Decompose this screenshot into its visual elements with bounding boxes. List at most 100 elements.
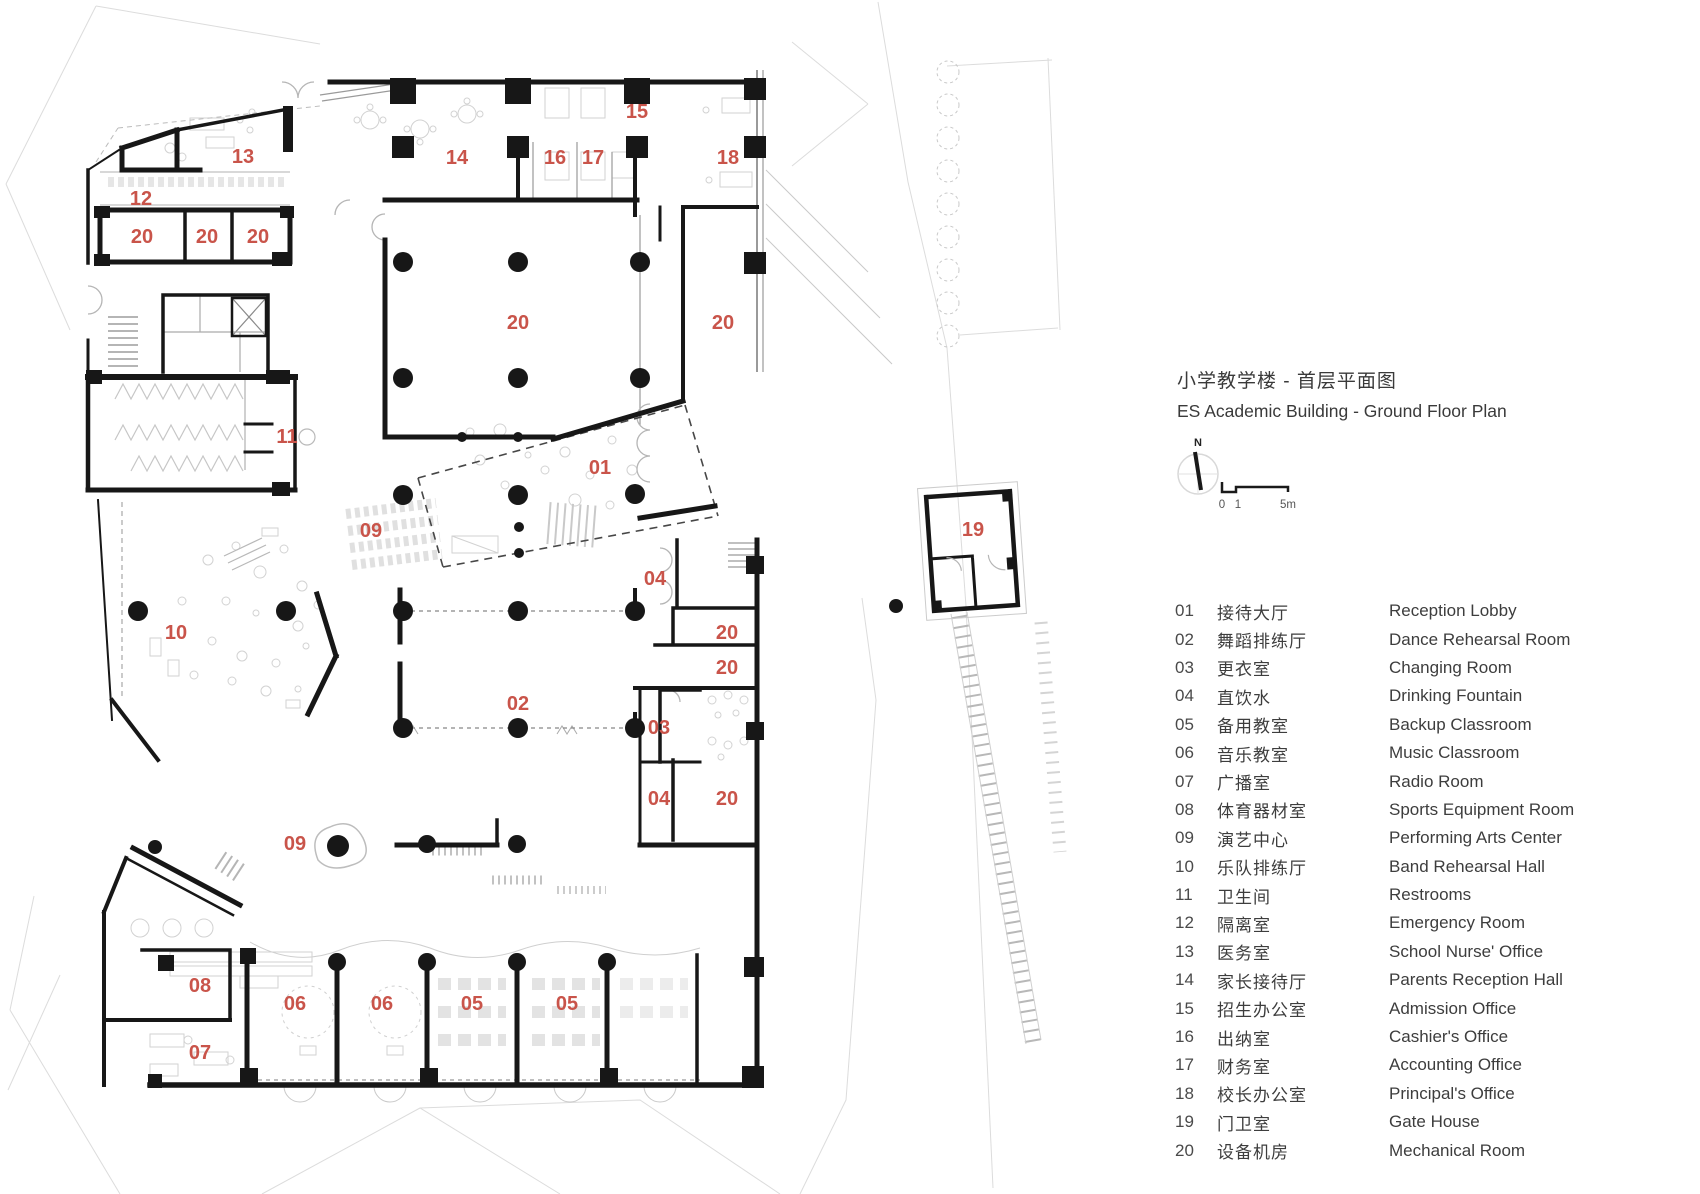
plan-title-en: ES Academic Building - Ground Floor Plan — [1177, 401, 1507, 421]
hatch-fittings — [108, 177, 1067, 1046]
room-number-label: 20 — [716, 657, 738, 679]
legend-item-number: 17 — [1175, 1055, 1194, 1075]
room-number-label: 09 — [360, 520, 382, 542]
legend-item-number: 01 — [1175, 601, 1194, 621]
legend-item-name-cn: 门卫室 — [1217, 1114, 1271, 1134]
legend-item-number: 11 — [1175, 885, 1193, 905]
legend-item-name-cn: 校长办公室 — [1217, 1086, 1307, 1106]
legend-item-name-en: School Nurse' Office — [1389, 941, 1544, 961]
room-number-label: 03 — [648, 717, 670, 739]
legend-item-name-cn: 直饮水 — [1217, 688, 1271, 708]
legend-item-name-cn: 舞蹈排练厅 — [1217, 632, 1307, 652]
legend-item-number: 06 — [1175, 743, 1194, 763]
legend-item-name-en: Emergency Room — [1389, 913, 1526, 933]
legend-item-name-en: Admission Office — [1389, 998, 1517, 1018]
room-number-label: 06 — [371, 993, 393, 1015]
legend-item-name-en: Parents Reception Hall — [1389, 970, 1563, 990]
thin-partitions — [100, 70, 764, 698]
room-number-label: 20 — [247, 226, 269, 248]
room-number-label: 20 — [131, 226, 153, 248]
legend-item-name-en: Dance Rehearsal Room — [1389, 629, 1571, 649]
legend-item-name-en: Cashier's Office — [1389, 1027, 1509, 1047]
legend-item-name-cn: 体育器材室 — [1217, 802, 1307, 822]
columns — [86, 78, 903, 1088]
legend-item-name-cn: 隔离室 — [1217, 915, 1271, 935]
legend-item-number: 05 — [1175, 714, 1194, 734]
legend-item-name-cn: 备用教室 — [1217, 717, 1289, 737]
room-number-label: 17 — [582, 147, 604, 169]
room-number-label: 05 — [556, 993, 578, 1015]
legend-item-number: 12 — [1175, 913, 1194, 933]
room-number-label: 01 — [589, 457, 611, 479]
legend-item-name-en: Mechanical Room — [1389, 1140, 1526, 1160]
room-number-label: 09 — [284, 833, 306, 855]
legend-item-name-cn: 演艺中心 — [1217, 830, 1289, 850]
legend-row: 04 直饮水 Drinking Fountain — [1175, 682, 1595, 710]
room-number-label: 04 — [644, 568, 667, 590]
gate-house — [916, 481, 1028, 621]
legend-item-number: 10 — [1175, 856, 1194, 876]
legend-item-name-cn: 设备机房 — [1217, 1143, 1289, 1163]
legend-row: 20 设备机房 Mechanical Room — [1175, 1136, 1595, 1164]
room-number-label: 20 — [716, 788, 738, 810]
legend-item-name-en: Backup Classroom — [1389, 714, 1532, 734]
room-number-label: 04 — [648, 788, 671, 810]
room-number-label: 06 — [284, 993, 306, 1015]
legend-row: 01 接待大厅 Reception Lobby — [1175, 597, 1595, 625]
legend-item-name-en: Band Rehearsal Hall — [1389, 856, 1545, 876]
room-number-label: 18 — [717, 147, 739, 169]
legend-item-name-cn: 接待大厅 — [1217, 603, 1289, 623]
legend-item-name-cn: 医务室 — [1217, 944, 1271, 964]
room-number-label: 05 — [461, 993, 483, 1015]
room-number-label: 15 — [626, 101, 648, 123]
scale-bar: 0 1 5m — [1219, 482, 1296, 511]
legend-item-name-cn: 招生办公室 — [1217, 1001, 1307, 1021]
room-number-label: 20 — [712, 312, 734, 334]
legend-item-name-en: Reception Lobby — [1389, 601, 1517, 621]
legend-item-number: 20 — [1175, 1140, 1194, 1160]
legend-item-name-cn: 卫生间 — [1217, 887, 1271, 907]
room-number-label: 20 — [507, 312, 529, 334]
legend-item-name-en: Drinking Fountain — [1389, 686, 1523, 706]
legend-item-number: 18 — [1175, 1083, 1194, 1103]
room-number-label: 10 — [165, 622, 187, 644]
stage-object — [314, 823, 367, 869]
legend-item-number: 14 — [1175, 970, 1194, 990]
room-number-label: 08 — [189, 975, 211, 997]
legend-item-name-en: Radio Room — [1389, 771, 1484, 791]
legend-item-name-cn: 出纳室 — [1217, 1029, 1271, 1049]
legend-item-name-cn: 乐队排练厅 — [1217, 859, 1307, 879]
legend-item-name-en: Music Classroom — [1389, 743, 1520, 763]
site-lines — [5, 1, 1061, 1194]
legend-item-name-en: Restrooms — [1389, 885, 1472, 905]
legend-row: 12 隔离室 Emergency Room — [1175, 909, 1595, 937]
room-number-label: 07 — [189, 1042, 211, 1064]
scale-zero: 0 — [1219, 499, 1225, 511]
legend-row: 05 备用教室 Backup Classroom — [1175, 711, 1595, 739]
legend-item-number: 13 — [1175, 941, 1194, 961]
scale-one: 1 — [1235, 499, 1241, 511]
scale-five: 5m — [1280, 499, 1296, 511]
north-label: N — [1194, 437, 1202, 449]
legend-item-name-en: Accounting Office — [1389, 1055, 1522, 1075]
legend-item-name-en: Sports Equipment Room — [1389, 799, 1575, 819]
legend-row: 13 医务室 School Nurse' Office — [1175, 938, 1595, 966]
legend-item-name-en: Performing Arts Center — [1389, 828, 1562, 848]
legend-item-number: 04 — [1175, 686, 1194, 706]
legend-item-number: 19 — [1175, 1112, 1194, 1132]
legend-item-name-cn: 广播室 — [1217, 774, 1271, 794]
